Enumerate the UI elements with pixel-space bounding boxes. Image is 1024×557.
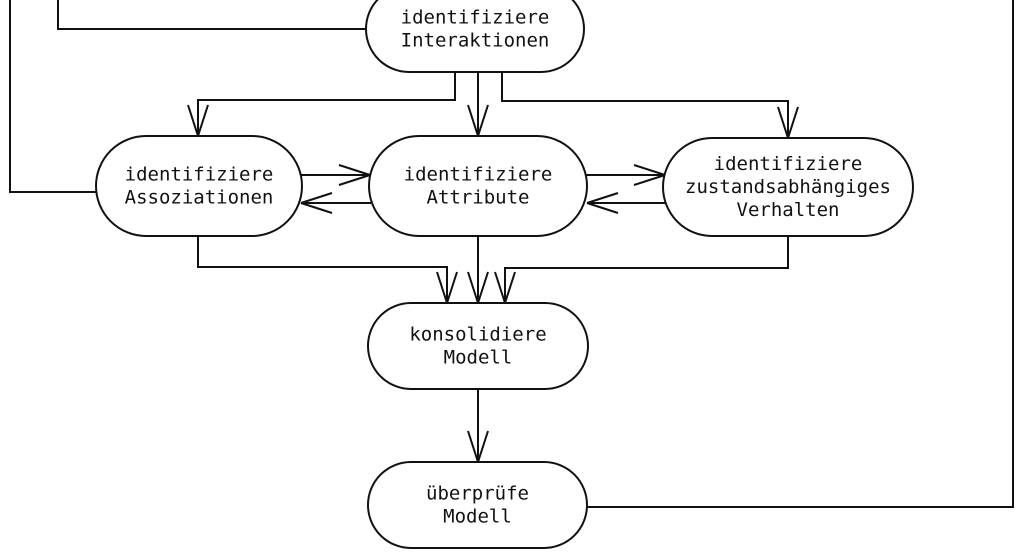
- edge-ueberpruefe-feedback-right: [587, 0, 1014, 508]
- edge-interaktionen-to-assoziationen-arrowhead: [187, 104, 209, 137]
- edge-attribute-to-verhalten-arrowhead: [633, 164, 666, 186]
- edge-layer: [9, 0, 1014, 508]
- edge-feedback-left-to-assoziationen: [9, 0, 98, 193]
- edge-interaktionen-to-verhalten: [501, 72, 789, 138]
- identifiziere-interaktionen-shape: [365, 0, 585, 73]
- edge-assoziationen-to-konsolidiere: [197, 236, 448, 303]
- edge-verhalten-to-konsolidiere: [504, 236, 789, 303]
- edge-interaktionen-to-assoziationen: [197, 72, 456, 136]
- edge-konsolidiere-to-ueberpruefe-arrowhead: [467, 430, 489, 463]
- edge-attribute-to-konsolidiere-arrowhead: [467, 271, 489, 304]
- edge-verhalten-to-attribute-arrowhead: [586, 192, 619, 214]
- edge-assoziationen-to-attribute-arrowhead: [338, 164, 371, 186]
- edge-attribute-to-assoziationen-arrowhead: [300, 192, 333, 214]
- edge-interaktionen-to-attribute-arrowhead: [467, 104, 489, 137]
- edge-interaktionen-to-verhalten-arrowhead: [777, 106, 799, 139]
- edge-verhalten-to-konsolidiere-arrowhead: [494, 271, 516, 304]
- arrowhead-layer: [187, 104, 799, 463]
- edge-assoziationen-to-konsolidiere-arrowhead: [436, 271, 458, 304]
- edge-feedback-left-to-interaktionen: [57, 0, 368, 30]
